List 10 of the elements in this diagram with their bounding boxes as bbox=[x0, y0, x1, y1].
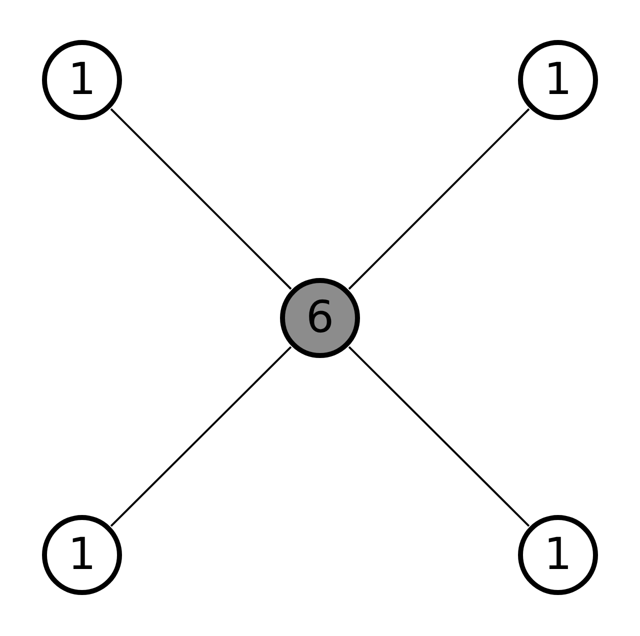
connector-line bbox=[348, 346, 530, 527]
connector-line bbox=[110, 108, 292, 290]
node-value: 1 bbox=[544, 58, 572, 102]
node-value: 1 bbox=[544, 533, 572, 577]
node-value: 6 bbox=[306, 296, 334, 340]
node-value: 1 bbox=[68, 533, 96, 577]
node-circle bbox=[280, 278, 360, 358]
node-value: 1 bbox=[68, 58, 96, 102]
connector-line bbox=[110, 346, 292, 527]
connector-line bbox=[348, 108, 530, 290]
